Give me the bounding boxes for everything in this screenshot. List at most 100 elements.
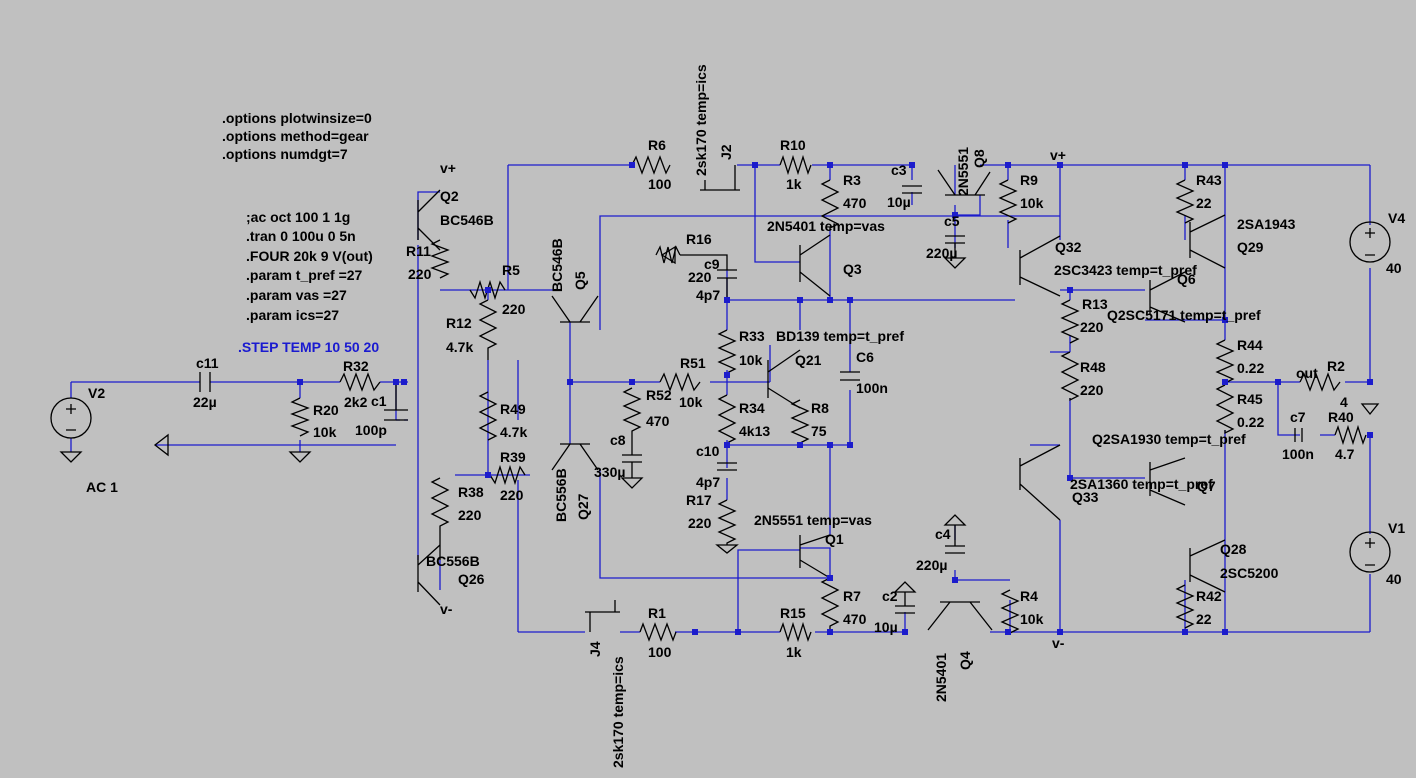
q28-name: Q28 (1220, 541, 1247, 557)
resistor-r12 (478, 299, 498, 360)
r6-name: R6 (648, 137, 666, 153)
q32-model: Q2SC5171 temp=t_pref (1107, 307, 1261, 323)
c3-name: c3 (891, 162, 907, 178)
resistor-r49 (478, 391, 498, 441)
r33-value: 10k (739, 352, 763, 368)
capacitor-c7 (1294, 428, 1303, 442)
directive-line: .options plotwinsize=0 (222, 110, 372, 126)
r9-value: 10k (1020, 195, 1044, 211)
r7-name: R7 (843, 588, 861, 604)
resistor-r34 (717, 394, 737, 444)
directive-line: .param ics=27 (246, 307, 339, 323)
q6-model: 2SC3423 temp=t_pref (1054, 262, 1197, 278)
r7-value: 470 (843, 611, 867, 627)
r13-value: 220 (1080, 319, 1104, 335)
r34-value: 4k13 (739, 423, 770, 439)
r32-value: 2k2 (344, 394, 368, 410)
resistor-r43 (1175, 179, 1195, 224)
r45-name: R45 (1237, 391, 1263, 407)
resistor-r42 (1175, 584, 1195, 629)
r42-name: R42 (1196, 588, 1222, 604)
r44-name: R44 (1237, 337, 1263, 353)
r2-value: 4 (1340, 394, 1348, 410)
junction-dots (297, 162, 1373, 635)
c1-name: c1 (371, 393, 387, 409)
ground-icon (715, 544, 739, 554)
r5-value: 220 (502, 301, 526, 317)
r38-value: 220 (458, 507, 482, 523)
capacitor-c9 (680, 254, 737, 300)
resistor-r20 (290, 397, 310, 437)
r5-name: R5 (502, 262, 520, 278)
capacitor-c4 (945, 525, 965, 554)
q32-name: Q32 (1055, 239, 1082, 255)
transistor-q1 (799, 534, 831, 579)
r8-name: R8 (811, 400, 829, 416)
resistor-r48 (1060, 351, 1080, 402)
ground-icon (943, 514, 967, 526)
transistor-q33 (1019, 444, 1061, 521)
q5-name: Q5 (572, 271, 588, 290)
resistor-r45 (1215, 384, 1235, 435)
r52-value: 470 (646, 413, 670, 429)
r15-name: R15 (780, 605, 806, 621)
q1-name: Q1 (825, 531, 844, 547)
capacitor-c8 (622, 445, 642, 478)
r10-name: R10 (780, 137, 806, 153)
net-label-vplus: v+ (1050, 147, 1066, 163)
r13-name: R13 (1082, 296, 1108, 312)
c1-value: 100p (355, 422, 387, 438)
r17-name: R17 (686, 492, 712, 508)
resistor-r8 (790, 399, 810, 448)
r4-value: 10k (1020, 611, 1044, 627)
q4-name: Q4 (957, 651, 973, 670)
directive-line: .options numdgt=7 (222, 146, 348, 162)
q27-name: Q27 (575, 493, 591, 520)
resistor-r52 (622, 387, 642, 445)
c11-value: 22µ (193, 394, 217, 410)
resistor-r44 (1215, 339, 1235, 384)
step-directive: .STEP TEMP 10 50 20 (238, 339, 379, 355)
r32-name: R32 (343, 358, 369, 374)
transistor-q29 (1189, 214, 1226, 269)
capacitor-c3 (902, 185, 922, 194)
q33-name: Q33 (1072, 489, 1099, 505)
c2-value: 10µ (874, 619, 898, 635)
source-v2 (50, 397, 92, 439)
r42-value: 22 (1196, 611, 1212, 627)
resistor-r11 (430, 239, 450, 279)
net-label-vplus: v+ (440, 160, 456, 176)
ground-icon (288, 451, 312, 463)
v1-name: V1 (1388, 520, 1405, 536)
r8-value: 75 (811, 423, 827, 439)
resistor-r10 (779, 154, 812, 176)
c11-name: c11 (196, 355, 219, 371)
c9-name: c9 (704, 256, 720, 272)
q33-model: Q2SA1930 temp=t_pref (1092, 431, 1246, 447)
r10-value: 1k (786, 176, 802, 192)
r33-name: R33 (739, 328, 765, 344)
resistor-r39 (489, 464, 526, 486)
directive-line: ;ac oct 100 1 1g (246, 209, 350, 225)
r4-name: R4 (1020, 588, 1038, 604)
capacitor-c6 (840, 371, 860, 381)
j4-model: 2sk170 temp=ics (610, 656, 626, 768)
q21-model: BD139 temp=t_pref (776, 328, 904, 344)
r45-value: 0.22 (1237, 414, 1264, 430)
q26-name: Q26 (458, 571, 485, 587)
symbols (50, 154, 1391, 643)
q5-model: BC546B (549, 238, 565, 292)
c4-name: c4 (935, 526, 951, 542)
transistor-q26 (417, 544, 441, 606)
resistor-r51 (659, 372, 701, 392)
transistor-q28 (1189, 539, 1226, 593)
j2-model: 2sk170 temp=ics (693, 64, 709, 176)
r38-name: R38 (458, 484, 484, 500)
r6-value: 100 (648, 176, 672, 192)
r11-name: R11 (406, 243, 431, 259)
transistor-q21 (767, 349, 801, 409)
v4-name: V4 (1388, 210, 1405, 226)
resistor-r9 (998, 179, 1018, 224)
ground-icon (660, 245, 676, 265)
